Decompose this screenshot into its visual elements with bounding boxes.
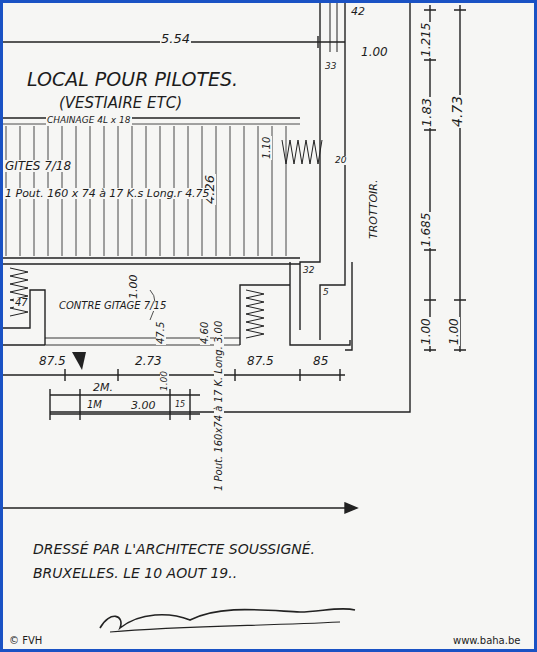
- note: GITES 7/18: [4, 160, 72, 172]
- dimension: 4.73: [450, 95, 464, 128]
- dimension: 32: [302, 266, 315, 275]
- beam-coil: [10, 268, 28, 316]
- dimension: 20: [334, 156, 347, 165]
- joist: [230, 126, 231, 256]
- date-note: BRUXELLES. LE 10 AOUT 19..: [32, 566, 238, 580]
- room-name: LOCAL POUR PILOTES.: [26, 70, 239, 89]
- joist: [286, 126, 287, 256]
- dimension: 85: [312, 355, 329, 367]
- dimension: 47.5: [156, 321, 166, 345]
- dimension: 5: [322, 288, 330, 297]
- dimension: 1.00: [360, 46, 389, 58]
- dimension: 1.10: [262, 136, 272, 160]
- signature-underline: [110, 622, 340, 632]
- wall-lines: [0, 0, 466, 513]
- dimension: 1.215: [420, 22, 432, 58]
- note: 1 Pout. 160x74 à 17 K. Long. 3.00: [214, 320, 224, 492]
- dimension: 4.60: [200, 321, 210, 345]
- room-use: (VESTIAIRE ETC): [58, 96, 183, 111]
- signature-note: DRESSÉ PAR L'ARCHITECTE SOUSSIGNÉ.: [32, 542, 316, 556]
- dimension: 87.5: [246, 355, 275, 367]
- dimension: 3.00: [130, 400, 157, 411]
- dimension: 47: [14, 298, 29, 308]
- dimension: 1.00: [448, 317, 460, 346]
- joist: [244, 126, 245, 256]
- watermark: www.baha.be: [452, 636, 521, 646]
- watermark: © FVH: [8, 636, 43, 646]
- dimension: 1.685: [420, 212, 432, 248]
- dimension: 87.5: [38, 355, 67, 367]
- joist: [258, 126, 259, 256]
- dimension: 2.73: [134, 355, 163, 367]
- dimension: 2M.: [92, 382, 114, 393]
- beam-coil: [246, 290, 264, 338]
- dimension: 42: [350, 6, 366, 17]
- dimension: 15: [174, 401, 186, 409]
- beam-coil: [282, 140, 322, 164]
- note: CONTRE GITAGE 7/15: [58, 301, 167, 311]
- dimension: 1.00: [128, 274, 139, 301]
- signature: [100, 609, 355, 628]
- section-mark: [72, 352, 86, 370]
- dimension: 1.00: [420, 317, 432, 346]
- dimension: 1.00: [160, 370, 169, 392]
- dimension: 5.54: [160, 32, 191, 45]
- dimension: 1.83: [420, 97, 433, 128]
- note: CHAINAGE 4L x 18: [46, 116, 132, 125]
- dimension: 1M: [86, 400, 103, 410]
- street-label: TROTTOIR.: [368, 178, 379, 240]
- dimension: 33: [324, 62, 337, 71]
- note: 1 Pout. 160 x 74 à 17 K.s Long.r 4.75: [4, 188, 211, 199]
